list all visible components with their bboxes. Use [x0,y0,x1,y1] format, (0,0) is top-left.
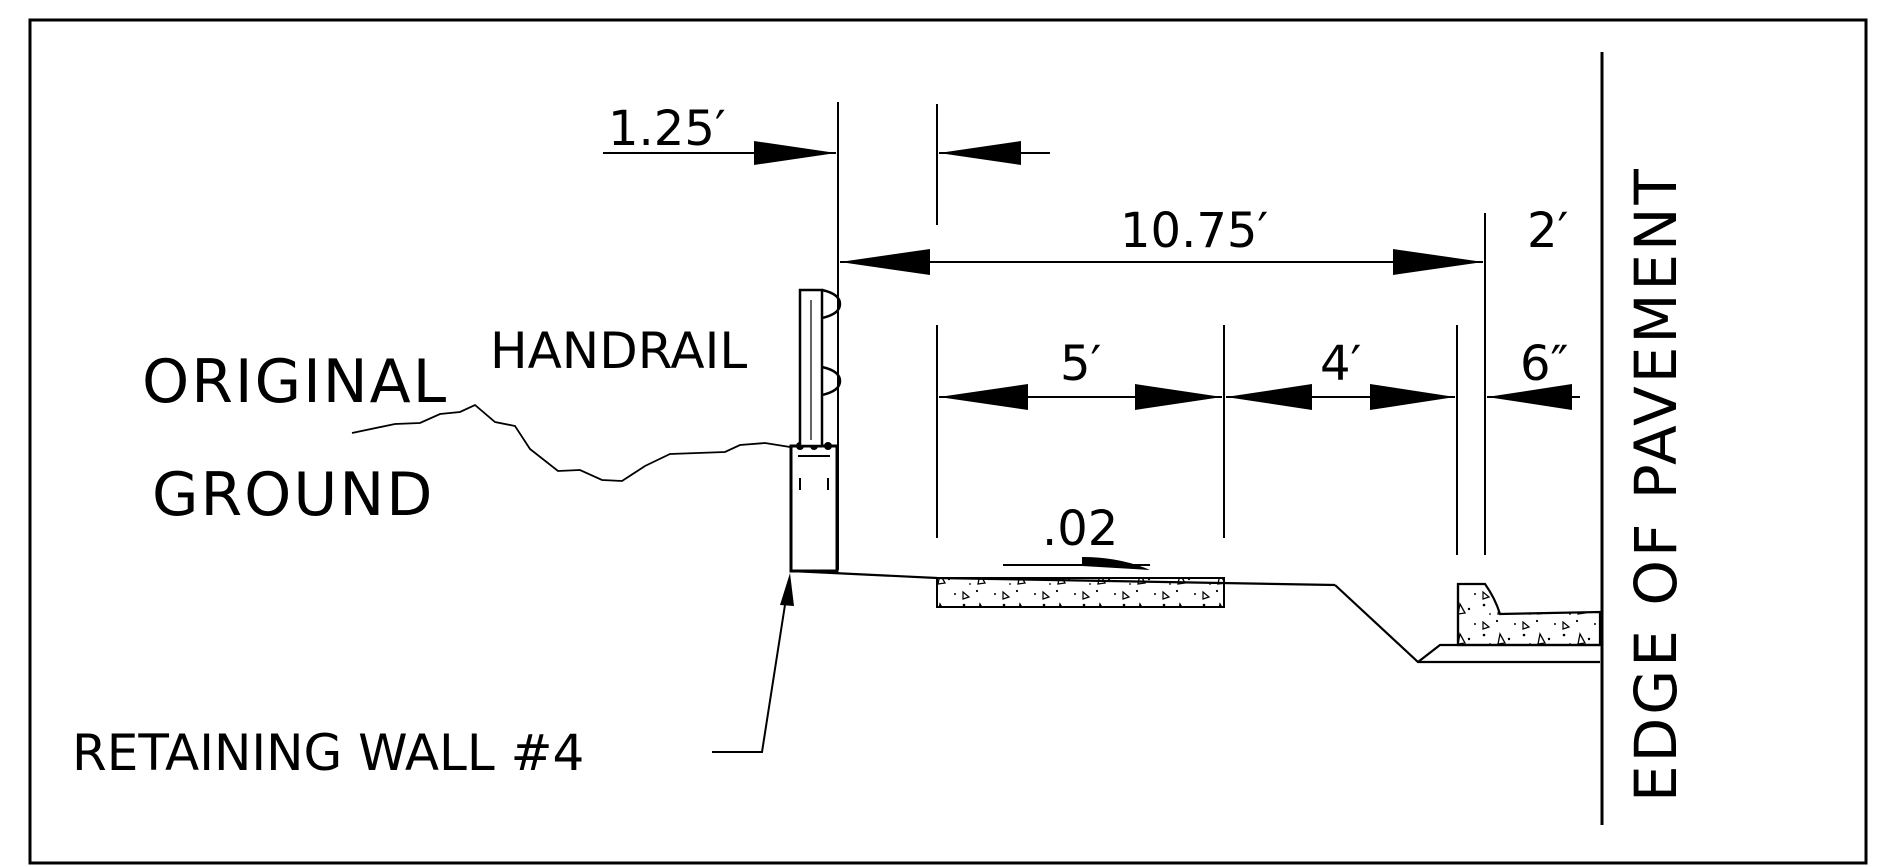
dimension-2-label: 2′ [1527,203,1568,259]
dimension-5-label: 5′ [1060,336,1101,392]
dimension-6in [1487,384,1580,410]
drawing-border [28,18,1868,865]
dimension-5 [939,384,1222,410]
original-ground-label-line1: ORIGINAL [142,347,448,417]
slope-label: .02 [1042,501,1118,557]
dimension-6in-label: 6″ [1520,336,1568,392]
retaining-wall [789,442,839,573]
retaining-wall-leader-arrowhead [780,573,794,606]
dimension-10-75 [840,249,1483,275]
retaining-wall-leader [712,591,788,753]
handrail-post [798,288,842,448]
edge-of-pavement-label: EDGE OF PAVEMENT [1622,166,1690,802]
curb [1456,582,1602,647]
original-ground-line [351,403,791,482]
dimension-10-75-label: 10.75′ [1120,203,1268,259]
ditch-inner-line [1417,643,1600,663]
retaining-wall-label: RETAINING WALL #4 [72,724,584,782]
sidewalk-slab [936,577,1225,608]
dimension-1-25 [603,141,1050,165]
dimension-4 [1226,384,1455,410]
dimension-1-25-label: 1.25′ [608,101,726,157]
extension-lines [837,102,1486,570]
slope-arrow [1003,557,1150,570]
original-ground-label-line2: GROUND [152,460,434,530]
handrail-label: HANDRAIL [490,322,747,380]
dimension-4-label: 4′ [1320,336,1361,392]
